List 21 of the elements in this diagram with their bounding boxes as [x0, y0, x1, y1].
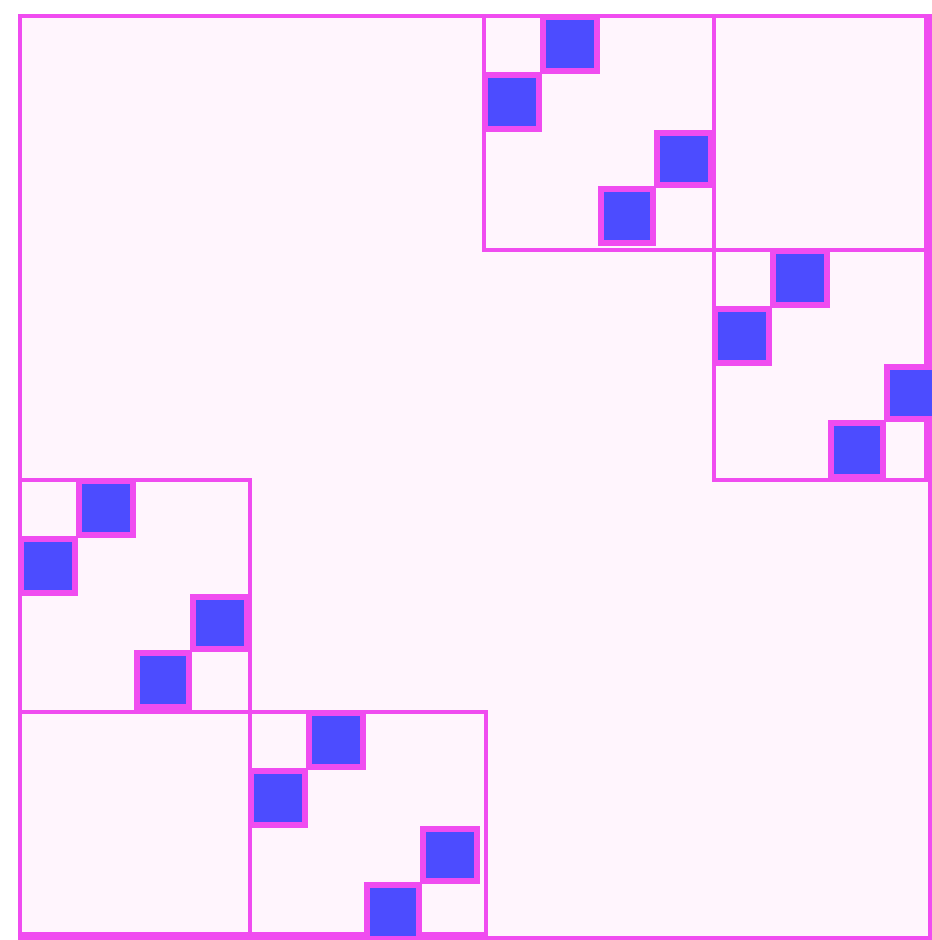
filled-square — [420, 825, 480, 885]
filled-square — [363, 882, 423, 940]
outline-box — [712, 248, 928, 482]
outline-box — [18, 14, 932, 940]
filled-square — [884, 363, 932, 423]
filled-square — [597, 186, 657, 246]
filled-square — [769, 248, 829, 308]
filled-square — [539, 14, 599, 74]
filled-square — [75, 478, 135, 538]
filled-square — [18, 535, 78, 595]
filled-square — [190, 593, 250, 653]
outline-box — [18, 478, 252, 714]
filled-square — [827, 420, 887, 480]
filled-square — [712, 305, 772, 365]
filled-square — [482, 71, 542, 131]
filled-square — [305, 710, 365, 770]
filled-square — [654, 129, 714, 189]
outline-box — [482, 14, 716, 252]
filled-square — [133, 650, 193, 710]
filled-square — [248, 767, 308, 827]
outline-box — [248, 710, 488, 936]
